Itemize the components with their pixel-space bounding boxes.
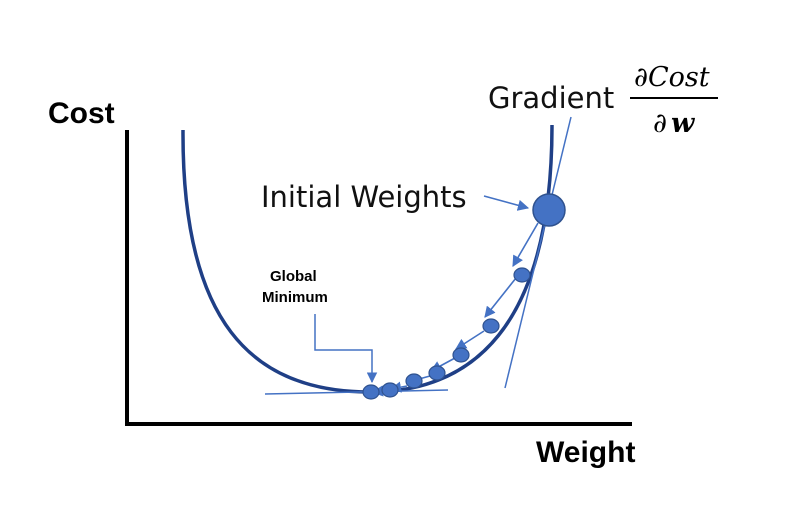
descent-arrow bbox=[484, 277, 517, 318]
cost-curve bbox=[181, 124, 554, 394]
global-minimum-arrow bbox=[314, 314, 378, 384]
step-point bbox=[513, 267, 531, 283]
step-point bbox=[482, 318, 500, 334]
descent-arrows bbox=[371, 222, 539, 397]
x-axis-label: Weight bbox=[536, 436, 635, 469]
descent-arrow bbox=[455, 330, 485, 350]
y-axis-label: Cost bbox=[48, 97, 115, 130]
global-minimum-label-line2: Minimum bbox=[262, 289, 328, 306]
initial-weights-label: Initial Weights bbox=[261, 180, 467, 214]
gradient-tangent-line bbox=[504, 116, 572, 389]
gradient-label: Gradient bbox=[488, 81, 614, 115]
initial-weight-point bbox=[532, 193, 566, 227]
minimum-tangent-line bbox=[264, 389, 449, 395]
step-point bbox=[452, 347, 470, 363]
descent-arrow bbox=[512, 222, 539, 267]
initial-weights-arrow bbox=[483, 195, 530, 211]
step-point bbox=[405, 373, 423, 389]
formula-denominator-var: w bbox=[671, 108, 696, 139]
formula-denominator-symbol: ∂ bbox=[653, 108, 667, 139]
global-minimum-label-line1: Global bbox=[270, 268, 317, 285]
formula-numerator: ∂Cost bbox=[634, 62, 710, 93]
global-minimum-point bbox=[362, 384, 380, 400]
step-point bbox=[381, 382, 399, 398]
step-point bbox=[428, 365, 446, 381]
